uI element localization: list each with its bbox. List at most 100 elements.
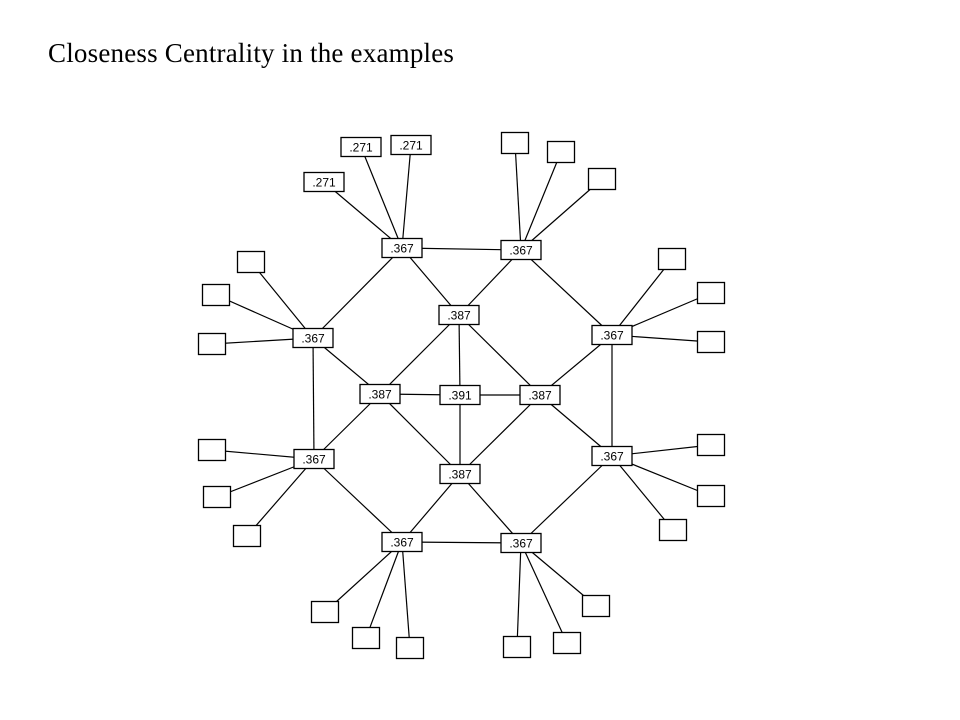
edge-h7-h8 (312, 337, 315, 460)
node-box (502, 635, 532, 659)
edge-h2-h3 (520, 249, 613, 336)
node-box (381, 531, 423, 553)
node-l2c (587, 167, 617, 191)
node-l8c (236, 250, 266, 274)
node-label: .391 (448, 389, 472, 403)
node-l1a: .271 (303, 171, 345, 193)
node-l4b (696, 484, 726, 508)
node-h8: .367 (292, 327, 334, 349)
edge-h6-h7 (313, 458, 403, 543)
node-box (546, 140, 576, 164)
node-box (438, 304, 480, 326)
edge-h2-l2a (514, 142, 522, 251)
node-box (197, 332, 227, 356)
node-c: .391 (439, 384, 481, 406)
node-label: .271 (349, 141, 373, 155)
node-i4: .387 (439, 463, 481, 485)
edge-i3-h7 (313, 393, 381, 460)
node-h1: .367 (381, 237, 423, 259)
node-l6a (395, 636, 425, 660)
node-h4: .367 (591, 445, 633, 467)
node-label: .387 (447, 309, 471, 323)
node-l6c (310, 600, 340, 624)
edge-h2-l2b (520, 151, 562, 251)
node-box (197, 438, 227, 462)
node-l4a (696, 433, 726, 457)
node-box (587, 167, 617, 191)
node-box (500, 239, 542, 261)
node-l8a (197, 332, 227, 356)
edge-h8-h1 (312, 247, 403, 339)
node-box (390, 134, 432, 156)
node-label: .367 (302, 453, 326, 467)
node-label: .367 (509, 537, 533, 551)
node-l2b (546, 140, 576, 164)
node-h5: .367 (500, 532, 542, 554)
edge-h4-l4c (611, 455, 674, 531)
node-l5c (502, 635, 532, 659)
node-box (395, 636, 425, 660)
node-box (439, 463, 481, 485)
node-l7a (197, 438, 227, 462)
node-label: .271 (312, 176, 336, 190)
edge-i4-i3 (379, 393, 461, 475)
node-box (310, 600, 340, 624)
edge-h1-l1b (360, 146, 403, 249)
node-box (500, 532, 542, 554)
node-box (500, 131, 530, 155)
node-label: .367 (390, 242, 414, 256)
node-h7: .367 (293, 448, 335, 470)
node-i2: .387 (519, 384, 561, 406)
edge-h6-l6b (365, 541, 403, 639)
node-box (351, 626, 381, 650)
node-box (591, 445, 633, 467)
node-h3: .367 (591, 324, 633, 346)
node-l8b (201, 283, 231, 307)
node-l3a (657, 247, 687, 271)
edge-i1-h2 (458, 249, 522, 316)
slide-title: Closeness Centrality in the examples (48, 38, 455, 68)
node-box (519, 384, 561, 406)
node-box (201, 283, 231, 307)
edge-i1-i2 (458, 314, 541, 396)
edge-h5-l5b (520, 542, 568, 644)
node-l3b (696, 281, 726, 305)
node-box (293, 448, 335, 470)
node-label: .387 (528, 389, 552, 403)
edge-h8-l8c (250, 261, 314, 339)
edge-h4-h5 (520, 455, 613, 544)
edge-i2-i4 (459, 394, 541, 475)
node-box (696, 330, 726, 354)
edge-i4-h6 (401, 473, 461, 543)
node-l5a (581, 594, 611, 618)
edge-i2-h4 (539, 394, 613, 457)
node-label: .367 (600, 329, 624, 343)
node-box (591, 324, 633, 346)
node-l5b (552, 631, 582, 655)
node-label: .271 (399, 139, 423, 153)
node-box (657, 247, 687, 271)
node-layer: .391 .387 .387 .387 .387 .367 .367 .367 .367 .367… (197, 131, 726, 660)
node-l4c (658, 518, 688, 542)
edge-c-i1 (458, 314, 461, 396)
node-l3c (696, 330, 726, 354)
node-h2: .367 (500, 239, 542, 261)
node-box (696, 484, 726, 508)
node-box (236, 250, 266, 274)
node-i3: .387 (359, 383, 401, 405)
node-label: .387 (448, 468, 472, 482)
node-i1: .387 (438, 304, 480, 326)
edge-h6-l6c (324, 541, 403, 613)
edge-h1-l1c (401, 144, 412, 249)
node-box (340, 136, 382, 158)
node-box (303, 171, 345, 193)
edge-h3-l3a (611, 258, 673, 336)
edge-i1-h1 (401, 247, 460, 316)
node-l7c (232, 524, 262, 548)
node-l2a (500, 131, 530, 155)
edge-h2-l2c (520, 178, 603, 251)
edge-i1-i3 (379, 314, 460, 395)
node-l7b (202, 485, 232, 509)
node-label: .367 (390, 536, 414, 550)
